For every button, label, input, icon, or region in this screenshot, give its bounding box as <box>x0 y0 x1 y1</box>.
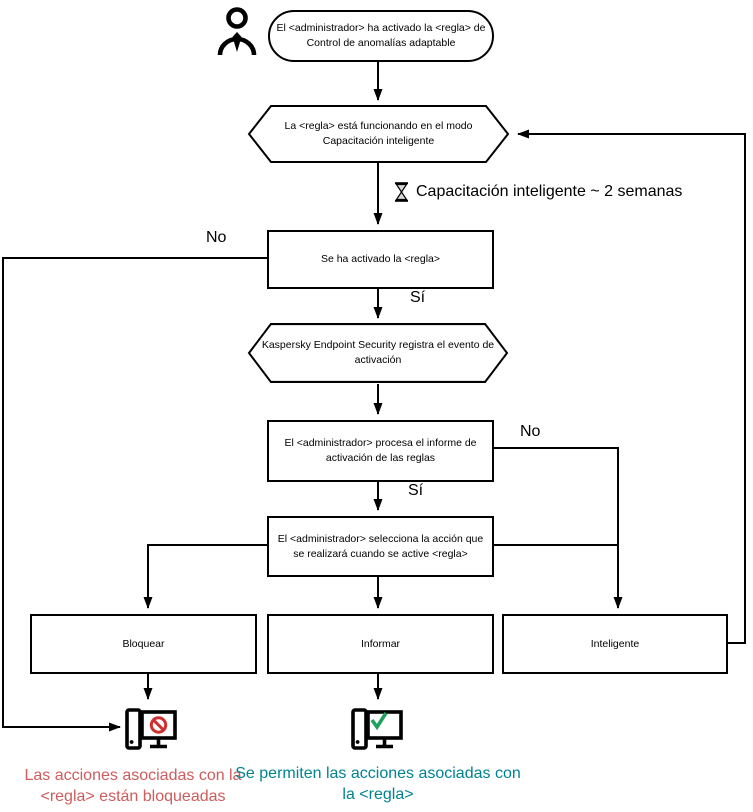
node-event-registered-label: Kaspersky Endpoint Security registra el … <box>261 339 495 366</box>
node-action-selected: El <administrador> selecciona la acción … <box>267 516 494 577</box>
node-action-block: Bloquear <box>30 614 257 674</box>
edge-select-to-block <box>143 544 267 609</box>
node-rule-triggered: Se ha activado la <regla> <box>267 230 494 289</box>
node-training-mode: La <regla> está funcionando en el modo C… <box>247 105 510 163</box>
computer-allowed-icon <box>351 708 403 750</box>
computer-blocked-icon <box>125 708 177 750</box>
edge-no-to-blocked <box>2 257 267 732</box>
check-icon <box>370 712 388 731</box>
edge-label-yes-triggered: Sí <box>408 289 428 307</box>
node-action-inform: Informar <box>267 614 494 674</box>
node-start-label: El <administrador> ha activado la <regla… <box>276 22 486 49</box>
training-duration-text: Capacitación inteligente ~ 2 semanas <box>416 183 683 200</box>
caption-blocked: Las acciones asociadas con la <regla> es… <box>24 767 242 806</box>
hourglass-icon <box>395 182 408 202</box>
edge-label-no-left: No <box>204 229 229 247</box>
edge-label-no-right: No <box>518 423 543 441</box>
prohibition-icon <box>149 716 168 734</box>
node-report-processed: El <administrador> procesa el informe de… <box>267 420 494 482</box>
node-training-mode-label: La <regla> está funcionando en el modo C… <box>284 120 473 147</box>
caption-allowed: Se permiten las acciones asociadas con l… <box>235 765 521 804</box>
edge-no-to-smart <box>490 447 623 609</box>
node-action-selected-label: El <administrador> selecciona la acción … <box>277 532 484 560</box>
node-action-block-label: Bloquear <box>122 637 165 650</box>
node-action-inform-label: Informar <box>360 637 401 650</box>
node-action-smart: Inteligente <box>502 614 728 674</box>
training-duration-label: Capacitación inteligente ~ 2 semanas <box>392 182 685 202</box>
node-report-processed-label: El <administrador> procesa el informe de… <box>284 437 477 464</box>
hexagon-shape <box>247 105 510 163</box>
node-start: El <administrador> ha activado la <regla… <box>268 10 494 62</box>
edge-label-yes-processed: Sí <box>406 482 426 500</box>
node-action-smart-label: Inteligente <box>590 637 640 650</box>
person-icon <box>217 7 257 56</box>
hexagon-shape <box>247 323 509 383</box>
node-event-registered: Kaspersky Endpoint Security registra el … <box>247 323 509 383</box>
edge-smart-loop-back <box>517 129 746 644</box>
node-rule-triggered-label: Se ha activado la <regla> <box>320 253 441 266</box>
